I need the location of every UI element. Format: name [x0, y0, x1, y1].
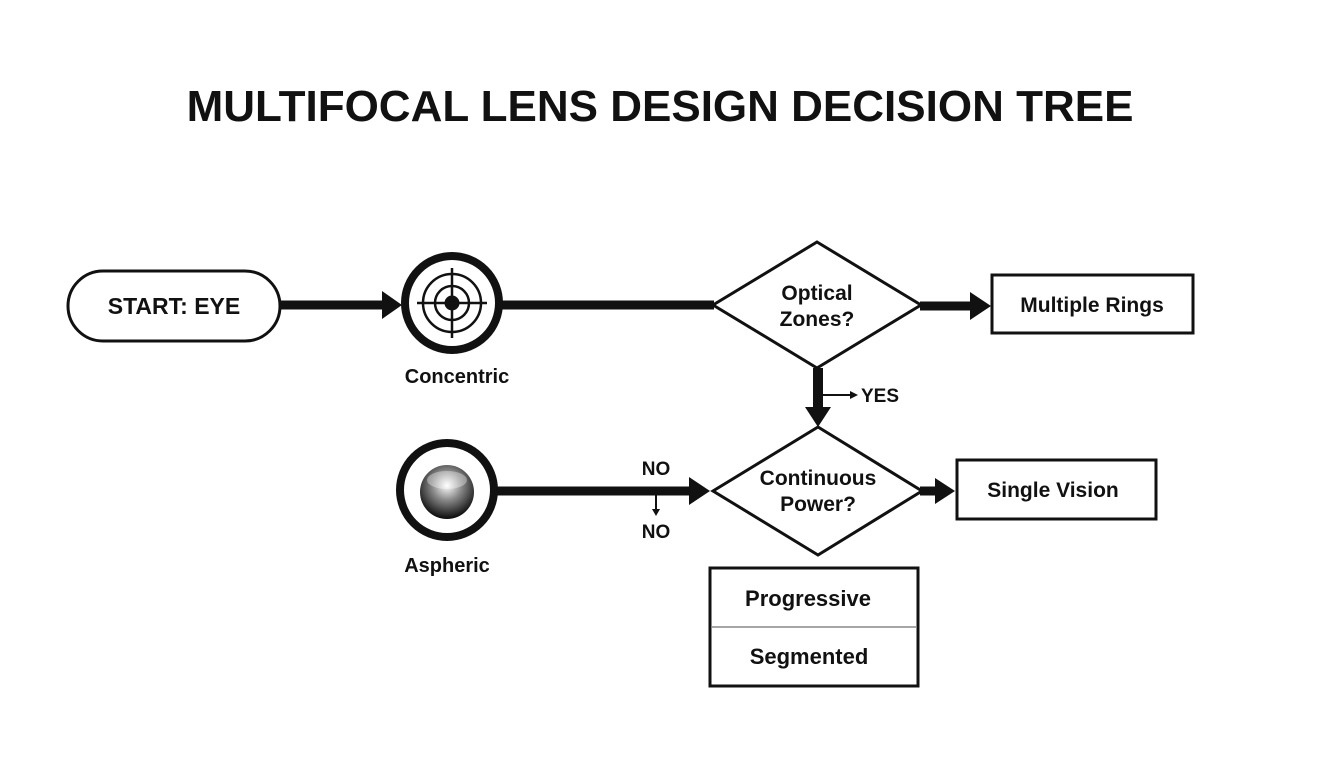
edge-label-no-top: NO [642, 459, 671, 480]
edge-optical-zones-to-continuous-power [805, 368, 858, 427]
lens-sphere-icon [396, 439, 498, 541]
edge-aspheric-to-continuous-power [497, 477, 710, 505]
outcome-multiple-rings: Multiple Rings [990, 273, 1195, 335]
decision-continuous-power-line2: Power? [780, 493, 856, 516]
edge-no-down-arrow [652, 493, 660, 516]
start-node-label: START: EYE [108, 293, 240, 319]
outcome-segmented-label: Segmented [750, 644, 869, 669]
start-node: START: EYE [66, 269, 282, 343]
edge-label-no-bottom: NO [642, 522, 671, 543]
edge-optical-zones-to-multiple-rings [920, 292, 991, 320]
edge-start-to-concentric [280, 291, 402, 319]
decision-optical-zones-line2: Zones? [780, 308, 855, 331]
decision-optical-zones: Optical Zones? [710, 240, 924, 370]
page-title: MULTIFOCAL LENS DESIGN DECISION TREE [187, 82, 1134, 131]
aspheric-label: Aspheric [404, 555, 490, 577]
edge-label-yes: YES [861, 386, 899, 407]
outcome-progressive-label: Progressive [745, 586, 871, 611]
target-icon [401, 252, 503, 354]
outcome-progressive-segmented: Progressive Segmented [708, 566, 920, 688]
outcome-single-vision: Single Vision [955, 458, 1158, 521]
concentric-label: Concentric [405, 366, 509, 388]
decision-continuous-power: Continuous Power? [710, 425, 925, 557]
edge-continuous-power-to-single-vision [920, 478, 955, 504]
outcome-single-vision-label: Single Vision [987, 479, 1118, 502]
decision-continuous-power-line1: Continuous [760, 467, 877, 490]
decision-optical-zones-line1: Optical [781, 282, 852, 305]
outcome-multiple-rings-label: Multiple Rings [1020, 294, 1164, 317]
